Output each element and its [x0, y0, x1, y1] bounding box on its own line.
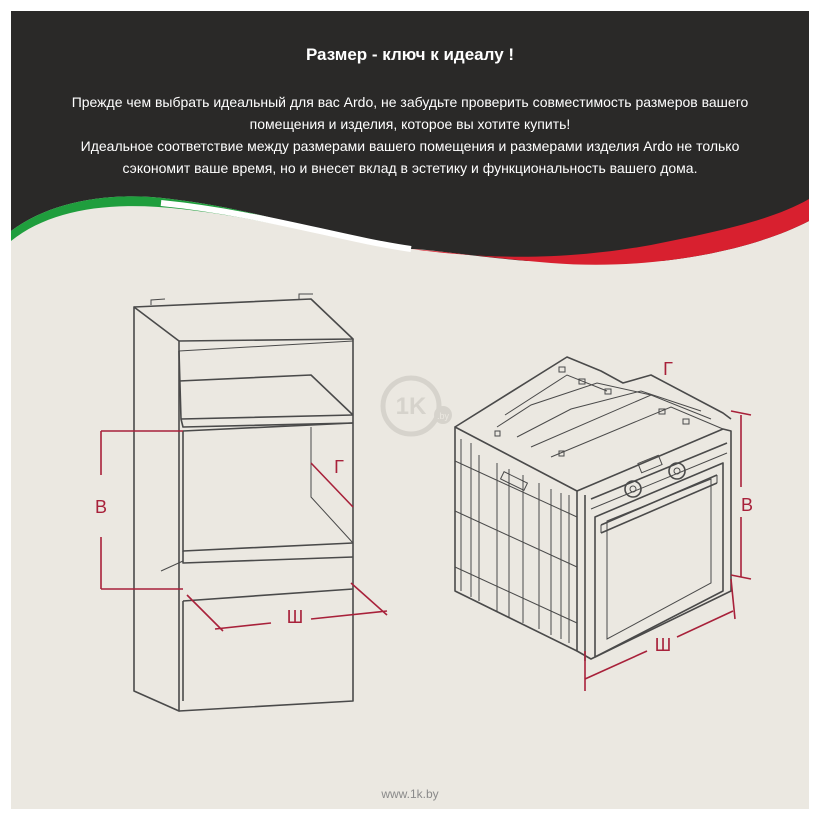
oven-depth-label: Г: [663, 359, 673, 379]
cabinet-height-dimension: В: [95, 430, 183, 590]
cabinet-height-label: В: [95, 497, 107, 517]
banner-title: Размер - ключ к идеалу !: [305, 45, 515, 64]
oven-height-label: В: [741, 495, 753, 515]
cabinet-width-dimension: Ш: [186, 582, 388, 632]
oven-door-handle: [600, 474, 718, 534]
intro-paragraph-1: Прежде чем выбрать идеальный для вас Ard…: [71, 94, 749, 132]
oven-knob-left-icon: [624, 480, 642, 498]
oven-height-dimension: В: [730, 410, 753, 580]
oven-top-vents: [494, 366, 690, 457]
banner-intro-text: Прежде чем выбрать идеальный для вас Ard…: [51, 91, 769, 179]
watermark-logo-suffix: .by: [437, 411, 450, 421]
cabinet-depth-dimension: Г: [310, 457, 354, 508]
cabinet-width-label: Ш: [287, 607, 304, 627]
cabinet-depth-label: Г: [334, 457, 344, 477]
intro-paragraph-2: Идеальное соответствие между размерами в…: [80, 138, 740, 176]
oven-illustration: [454, 356, 732, 661]
oven-width-dimension: Ш: [584, 578, 736, 691]
source-watermark: www.1k.by: [381, 787, 439, 801]
oven-width-label: Ш: [655, 635, 672, 655]
watermark-logo-text: 1K: [396, 393, 427, 420]
watermark-logo-icon: 1K .by: [380, 375, 452, 437]
cabinet-illustration: [133, 293, 354, 712]
oven-depth-dimension: Г: [663, 359, 673, 379]
oven-knob-right-icon: [668, 462, 686, 480]
italian-flag-wave: [11, 196, 809, 271]
infographic-card: Размер - ключ к идеалу ! Прежде чем выбр…: [11, 11, 809, 809]
dimension-diagram: 1K .by: [95, 293, 753, 712]
